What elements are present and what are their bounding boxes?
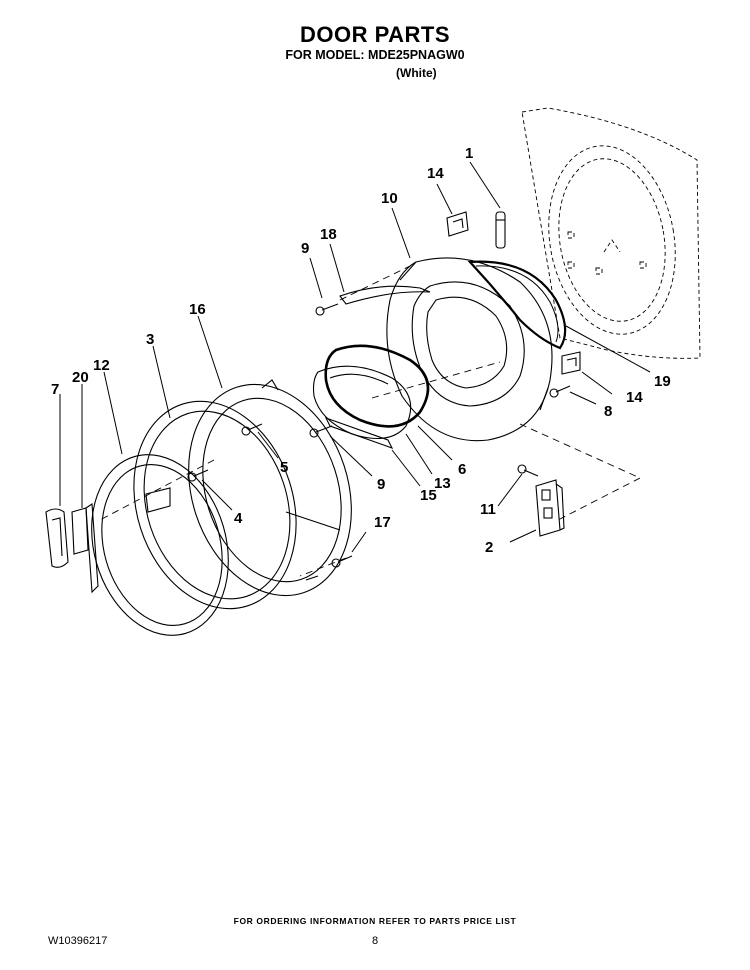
callout-1: 1	[465, 145, 473, 162]
part-14-lower-hinge	[561, 351, 581, 375]
callout-16: 16	[189, 301, 206, 318]
callout-9-lower: 9	[377, 476, 385, 493]
part-3-outer-ring	[133, 400, 297, 610]
part-10-inner-door-frame	[386, 257, 553, 442]
callout-10: 10	[381, 190, 398, 207]
part-9-screw-lower	[309, 425, 333, 438]
document-number: W10396217	[48, 935, 108, 947]
callout-7: 7	[51, 381, 59, 398]
part-1-hinge-pin	[495, 211, 506, 249]
part-2-latch-assembly	[535, 479, 565, 537]
callout-12: 12	[93, 357, 110, 374]
part-20-label	[71, 507, 89, 555]
part-8-screw	[549, 385, 571, 398]
callout-5: 5	[280, 459, 288, 476]
callout-11: 11	[480, 501, 496, 518]
callout-3: 3	[146, 331, 154, 348]
page-number: 8	[372, 935, 379, 947]
callout-14-lower: 14	[626, 389, 643, 406]
color-line: (White)	[396, 66, 437, 80]
part-18-bracket	[339, 285, 431, 305]
callout-labels: 1 2 3 4 5 6 7 8 9 9 10 11 12 13 14 14 15…	[51, 145, 671, 556]
callout-6: 6	[458, 461, 466, 478]
callout-9-upper: 9	[301, 240, 309, 257]
model-line: FOR MODEL: MDE25PNAGW0	[285, 48, 465, 62]
part-12-outer-door	[85, 454, 229, 636]
ordering-note: FOR ORDERING INFORMATION REFER TO PARTS …	[233, 916, 517, 926]
leader-lines	[59, 161, 651, 553]
part-6-window-gasket	[324, 344, 430, 428]
callout-2: 2	[485, 539, 493, 556]
callout-4: 4	[234, 510, 243, 527]
part-11-screw	[517, 464, 539, 477]
part-7-door-handle	[45, 508, 69, 568]
callout-14-upper: 14	[427, 165, 444, 182]
part-16-inner-door-ring	[188, 379, 352, 597]
callout-20: 20	[72, 369, 89, 386]
part-14-upper-hinge	[446, 211, 469, 237]
page-title: DOOR PARTS	[299, 22, 451, 47]
callout-8: 8	[604, 403, 612, 420]
part-17-screw	[331, 555, 353, 568]
part-13-inner-glass	[312, 365, 412, 440]
cabinet-front-outline	[521, 107, 701, 359]
part-19-door-gasket	[467, 260, 567, 350]
callout-18: 18	[320, 226, 337, 243]
part-9-screw-upper	[315, 303, 339, 316]
part-15-trim-strip	[324, 417, 394, 449]
callout-15: 15	[420, 487, 437, 504]
callout-17: 17	[374, 514, 391, 531]
callout-19: 19	[654, 373, 671, 390]
callout-13: 13	[434, 475, 451, 492]
assembly-lines	[99, 265, 641, 577]
